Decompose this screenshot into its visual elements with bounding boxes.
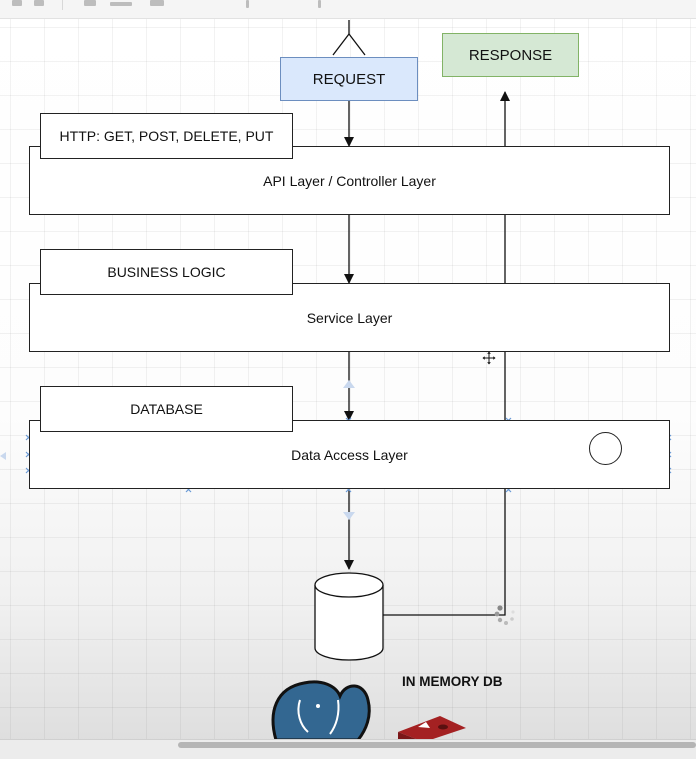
toolbar-waypoint-icon[interactable] [318, 0, 321, 8]
toolbar-shadow-icon[interactable] [150, 0, 164, 6]
response-box[interactable]: RESPONSE [442, 33, 579, 77]
toolbar-redo-icon[interactable] [34, 0, 44, 6]
return-path-line[interactable] [383, 91, 510, 616]
toolbar-line-icon[interactable] [110, 2, 132, 6]
response-label: RESPONSE [468, 46, 553, 64]
move-cursor-icon [481, 350, 497, 366]
editor-toolbar [0, 0, 696, 19]
hover-arrow-hints [0, 380, 355, 520]
request-label: REQUEST [312, 70, 386, 88]
database-cylinder-icon[interactable] [314, 572, 384, 661]
toolbar-undo-icon[interactable] [12, 0, 22, 6]
api-layer-label: API Layer / Controller Layer [263, 172, 436, 189]
data-access-layer-label: Data Access Layer [291, 446, 408, 463]
business-logic-tag[interactable]: BUSINESS LOGIC [40, 249, 293, 295]
toolbar-separator [62, 0, 63, 10]
request-box[interactable]: REQUEST [280, 57, 418, 101]
toolbar-connector-icon[interactable] [246, 0, 249, 8]
incoming-connector[interactable] [332, 20, 366, 56]
http-methods-tag[interactable]: HTTP: GET, POST, DELETE, PUT [40, 113, 293, 159]
service-layer-label: Service Layer [306, 309, 393, 326]
circle-shape[interactable] [589, 432, 622, 465]
database-label: DATABASE [130, 401, 203, 417]
postgresql-elephant-icon [271, 680, 371, 742]
http-methods-label: HTTP: GET, POST, DELETE, PUT [59, 128, 274, 144]
loading-spinner-icon [494, 605, 515, 625]
scrollbar-thumb[interactable] [178, 742, 696, 748]
toolbar-fill-icon[interactable] [84, 0, 96, 6]
business-logic-label: BUSINESS LOGIC [107, 264, 226, 280]
database-tag[interactable]: DATABASE [40, 386, 293, 432]
in-memory-db-label: IN MEMORY DB [402, 674, 503, 689]
